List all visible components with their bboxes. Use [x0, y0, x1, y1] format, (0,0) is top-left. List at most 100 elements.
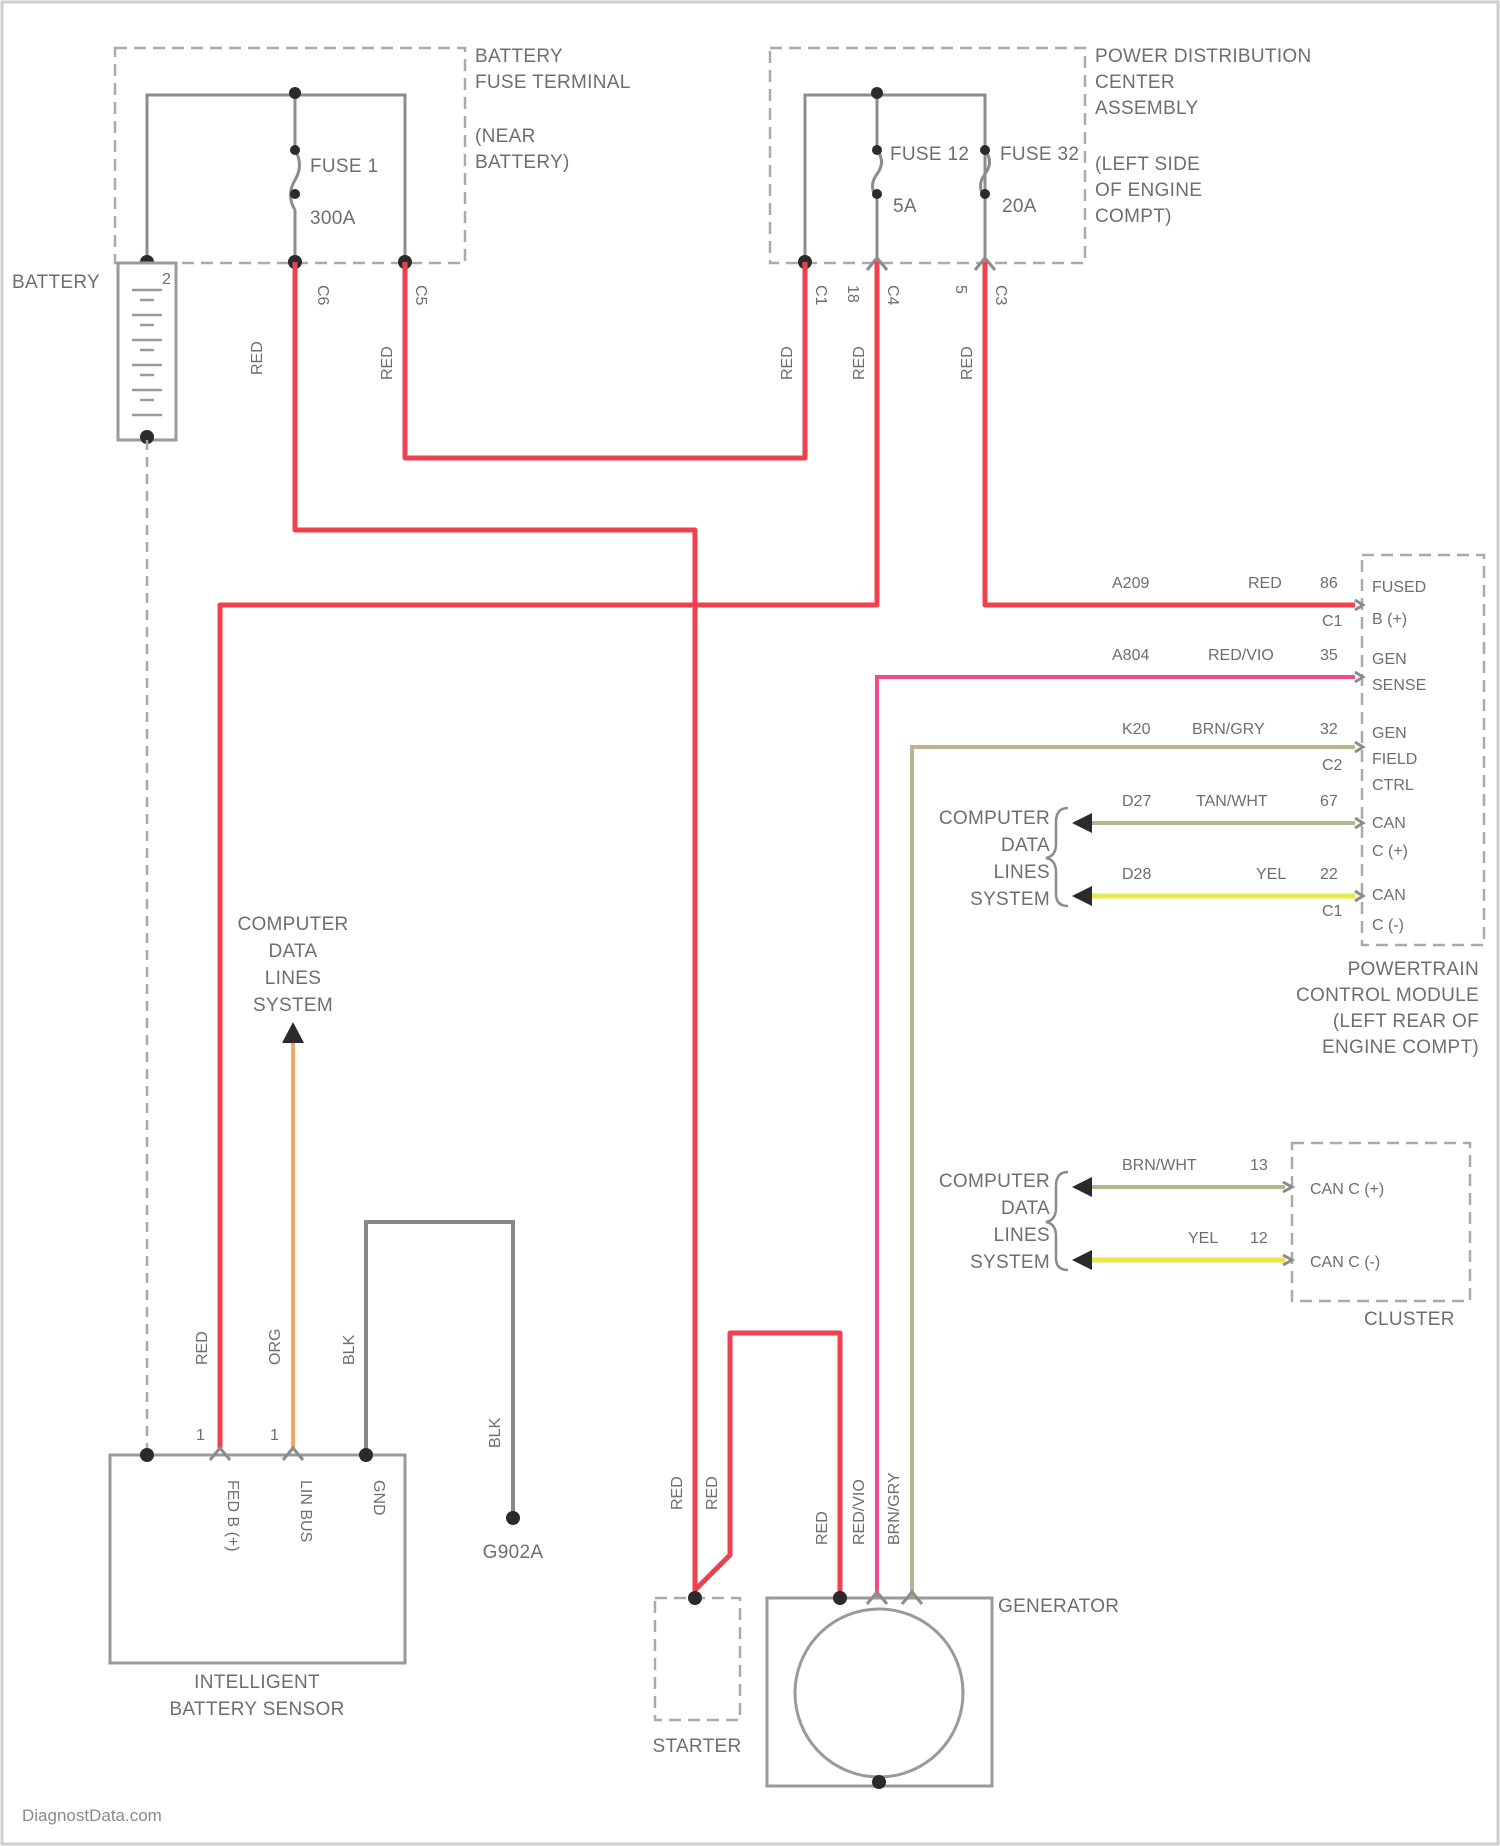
pdc-pin-label: C1 — [812, 285, 829, 306]
red-wire-c5-to-pdc — [405, 262, 805, 458]
pcm-pin-label: C (+) — [1372, 843, 1408, 860]
ibs-pin: 1 — [196, 1427, 205, 1444]
fuse-terminal-title-2: FUSE TERMINAL — [475, 72, 631, 93]
ground-label: G902A — [483, 1542, 544, 1563]
pcm-pin-label: SENSE — [1372, 677, 1426, 694]
pin-label-c6: C6 — [314, 285, 331, 306]
arrow-icon — [1072, 1250, 1092, 1270]
pcm-circuit: D28 — [1122, 866, 1151, 883]
pcm-circuit: D27 — [1122, 793, 1151, 810]
cluster-box — [1292, 1143, 1470, 1301]
ibs-body — [110, 1455, 405, 1663]
fuse-1-symbol — [291, 150, 300, 210]
pdc-top-node — [871, 87, 883, 99]
fuse-1-contact — [290, 189, 300, 199]
arrow-icon — [1072, 886, 1092, 906]
wire-color-label: RED — [704, 1476, 721, 1510]
cluster-wire-color: YEL — [1188, 1230, 1218, 1247]
pcm-title: POWERTRAIN — [1348, 959, 1479, 980]
pcm-pin: 86 — [1320, 575, 1338, 592]
wire-color-label: RED/VIO — [851, 1479, 868, 1545]
fuse-terminal-title-1: BATTERY — [475, 46, 563, 67]
generator-label: GENERATOR — [998, 1596, 1119, 1617]
arrow-icon — [282, 1022, 304, 1043]
pcm-pin-label: CAN — [1372, 815, 1406, 832]
pdc-title-2: CENTER — [1095, 72, 1175, 93]
red-wire-fuse12-to-ibs — [220, 262, 877, 1448]
pcm-pin: 22 — [1320, 866, 1338, 883]
fuse-12-contact — [872, 145, 882, 155]
wire-color-label: RED — [814, 1511, 831, 1545]
fuse-1-contact — [290, 145, 300, 155]
pcm-circuit: K20 — [1122, 721, 1151, 738]
ibs-pin-label: FED B (+) — [224, 1480, 241, 1552]
pcm-pin-label: GEN — [1372, 651, 1407, 668]
pcm-connector: C2 — [1322, 757, 1343, 774]
pdc-title-1: POWER DISTRIBUTION — [1095, 46, 1312, 67]
red-wire-c6-to-starter-generator — [295, 262, 840, 1598]
ibs-pin-label: LIN BUS — [297, 1480, 314, 1542]
pcm-pin-label: C (-) — [1372, 917, 1404, 934]
intelligent-battery-sensor: COMPUTER DATA LINES SYSTEM G902A RED ORG… — [110, 914, 543, 1720]
pcm-pin-label: GEN — [1372, 725, 1407, 742]
ibs-title: INTELLIGENT — [194, 1672, 320, 1693]
arrow-icon — [1072, 1177, 1092, 1197]
watermark-text: DiagnostData.com — [22, 1806, 162, 1826]
battery-label: BATTERY — [12, 272, 100, 293]
fuse-32-contact — [980, 145, 990, 155]
powertrain-control-module: A209 RED 86 C1 A804 RED/VIO 35 K20 BRN/G… — [877, 555, 1484, 1598]
ibs-node — [140, 1448, 154, 1462]
fuse-1-name: FUSE 1 — [310, 156, 378, 177]
fuse-terminal-location-1: (NEAR — [475, 126, 536, 147]
pcm-pin-label: FIELD — [1372, 751, 1417, 768]
pcm-title: CONTROL MODULE — [1296, 985, 1479, 1006]
pcm-title: (LEFT REAR OF — [1333, 1011, 1479, 1032]
fuse-1-top-node — [289, 87, 301, 99]
pdc-location-3: COMPT) — [1095, 206, 1172, 227]
fuse-1-rating: 300A — [310, 208, 356, 229]
pcm-connector: C1 — [1322, 903, 1343, 920]
pcm-pin: 32 — [1320, 721, 1338, 738]
cluster-pin: 12 — [1250, 1230, 1268, 1247]
ibs-gnd-node — [359, 1448, 373, 1462]
wire-color-label: RED — [959, 346, 976, 380]
computer-data-lines-label: DATA — [1001, 835, 1050, 856]
cluster-pin-label: CAN C (-) — [1310, 1254, 1380, 1271]
fuse-32-name: FUSE 32 — [1000, 144, 1079, 165]
pcm-pin-label: FUSED — [1372, 579, 1426, 596]
pin-label-c5: C5 — [412, 285, 429, 306]
pcm-connector: C1 — [1322, 613, 1343, 630]
wire-color-label: RED — [669, 1476, 686, 1510]
fuse-terminal-location-2: BATTERY) — [475, 152, 570, 173]
generator: RED RED/VIO BRN/GRY GENERATOR — [767, 1472, 1119, 1789]
pdc-bus — [805, 95, 985, 263]
pdc-title-3: ASSEMBLY — [1095, 98, 1198, 119]
wire-color-label: BLK — [341, 1334, 358, 1365]
starter-label: STARTER — [652, 1736, 741, 1757]
pcm-pin: 67 — [1320, 793, 1338, 810]
pcm-wire-color: TAN/WHT — [1196, 793, 1268, 810]
pcm-circuit: A804 — [1112, 647, 1149, 664]
wire-color-label: RED — [851, 346, 868, 380]
ibs-pin-label: GND — [370, 1480, 387, 1516]
computer-data-lines-label: LINES — [265, 968, 321, 989]
ground-icon — [506, 1511, 520, 1525]
pdc-pin-label: 18 — [844, 285, 861, 303]
computer-data-lines-label: COMPUTER — [237, 914, 348, 935]
wire-color-label: RED — [779, 346, 796, 380]
wire-color-label: BRN/GRY — [886, 1472, 903, 1545]
pcm-circuit: A209 — [1112, 575, 1149, 592]
wire-color-label: RED — [379, 346, 396, 380]
pcm-pin-label: CAN — [1372, 887, 1406, 904]
wire-color-label: RED — [194, 1331, 211, 1365]
fuse-32-contact — [980, 189, 990, 199]
wire-color-label: BLK — [487, 1417, 504, 1448]
generator-b-plus-node — [833, 1591, 847, 1605]
red-wires — [220, 262, 1355, 1598]
pcm-wire-color: YEL — [1256, 866, 1286, 883]
pcm-pin: 35 — [1320, 647, 1338, 664]
pcm-wire-color: BRN/GRY — [1192, 721, 1265, 738]
battery-pin: 2 — [162, 271, 171, 288]
computer-data-lines-label: LINES — [994, 1225, 1050, 1246]
